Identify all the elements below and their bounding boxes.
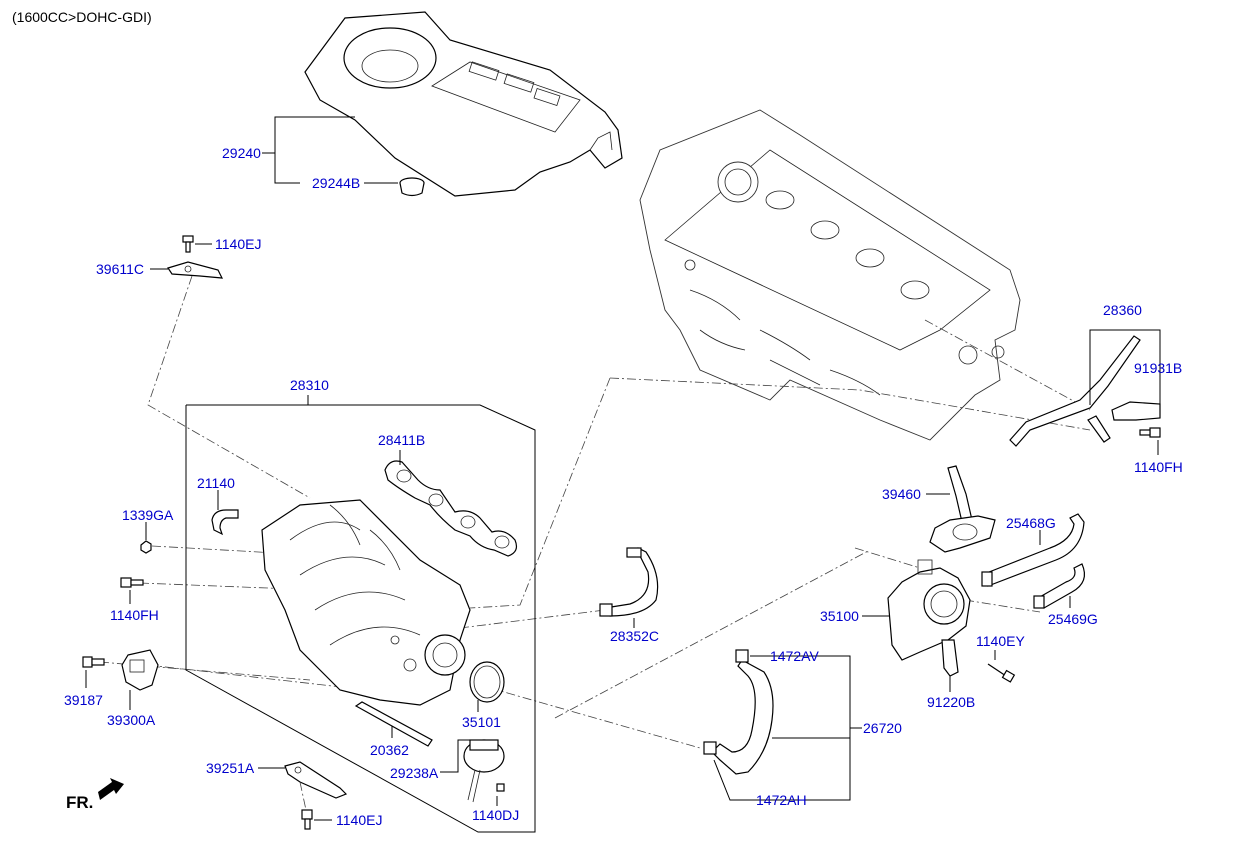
actuator-29238A-illustration [463, 739, 505, 803]
pipe-28360-illustration [1009, 335, 1161, 447]
hose-26720-illustration [703, 649, 774, 775]
hose-25469G-illustration [1033, 563, 1085, 609]
label-28310[interactable]: 28310 [290, 377, 329, 393]
engine-spec-title: (1600CC>DOHC-GDI) [12, 9, 152, 25]
bracket-39611C-illustration [167, 261, 224, 279]
bracket-91220B-illustration [941, 639, 959, 677]
bolt-1140FH-right-illustration [1139, 427, 1161, 438]
label-35101[interactable]: 35101 [462, 714, 501, 730]
bolt-1140EJ-bottom-illustration [301, 809, 313, 830]
label-28360[interactable]: 28360 [1103, 302, 1142, 318]
label-21140[interactable]: 21140 [197, 475, 235, 491]
label-39300A[interactable]: 39300A [107, 712, 156, 728]
label-91931B[interactable]: 91931B [1134, 360, 1182, 376]
label-20362[interactable]: 20362 [370, 742, 409, 758]
bolt-1140FH-left-illustration [120, 577, 144, 588]
rod-20362-illustration [354, 701, 433, 747]
label-39187[interactable]: 39187 [64, 692, 103, 708]
label-1339GA[interactable]: 1339GA [122, 507, 174, 523]
label-1140EJ-top[interactable]: 1140EJ [215, 236, 261, 252]
valve-assembly-illustration [929, 515, 996, 553]
bolt-1140EY-illustration [987, 663, 1016, 683]
bracket-39460-illustration [947, 465, 973, 523]
throttle-gasket-35101-illustration [469, 661, 505, 703]
label-1140EY[interactable]: 1140EY [976, 633, 1025, 649]
label-39460[interactable]: 39460 [882, 486, 921, 502]
label-39251A[interactable]: 39251A [206, 760, 255, 776]
label-25469G[interactable]: 25469G [1048, 611, 1098, 627]
label-29244B[interactable]: 29244B [312, 175, 360, 191]
pcv-hose-21140-illustration [211, 509, 239, 536]
label-1472AV[interactable]: 1472AV [770, 648, 819, 664]
throttle-body-35100-illustration [887, 559, 971, 661]
label-1140FH-left[interactable]: 1140FH [110, 607, 159, 623]
grommet-29244B-illustration [399, 177, 425, 197]
label-26720[interactable]: 26720 [863, 720, 902, 736]
hose-25468G-illustration [981, 513, 1085, 587]
label-28411B[interactable]: 28411B [378, 432, 425, 448]
nut-1339GA-illustration [140, 540, 152, 554]
bolt-1140DJ-illustration [496, 783, 505, 792]
label-1472AH[interactable]: 1472AH [756, 792, 807, 808]
front-direction-arrow-icon [98, 778, 124, 800]
hose-28352C-illustration [599, 547, 659, 617]
label-91220B[interactable]: 91220B [927, 694, 975, 710]
bolt-39187-illustration [82, 656, 105, 668]
label-1140DJ[interactable]: 1140DJ [472, 807, 519, 823]
map-sensor-39300A-illustration [121, 649, 159, 691]
label-29238A[interactable]: 29238A [390, 765, 439, 781]
intake-manifold-illustration [261, 499, 471, 706]
label-25468G[interactable]: 25468G [1006, 515, 1056, 531]
label-28352C[interactable]: 28352C [610, 628, 659, 644]
manifold-gasket-illustration [384, 460, 518, 557]
front-direction-label: FR. [66, 793, 93, 812]
label-35100[interactable]: 35100 [820, 608, 859, 624]
label-1140FH-right[interactable]: 1140FH [1134, 459, 1183, 475]
label-29240[interactable]: 29240 [222, 145, 261, 161]
bracket-39251A-illustration [284, 761, 348, 799]
label-39611C[interactable]: 39611C [96, 261, 144, 277]
label-1140EJ-bottom[interactable]: 1140EJ [336, 812, 382, 828]
engine-cover-illustration [304, 11, 623, 197]
bolt-1140EJ-top-illustration [182, 235, 194, 253]
cylinder-head-illustration [639, 109, 1021, 441]
